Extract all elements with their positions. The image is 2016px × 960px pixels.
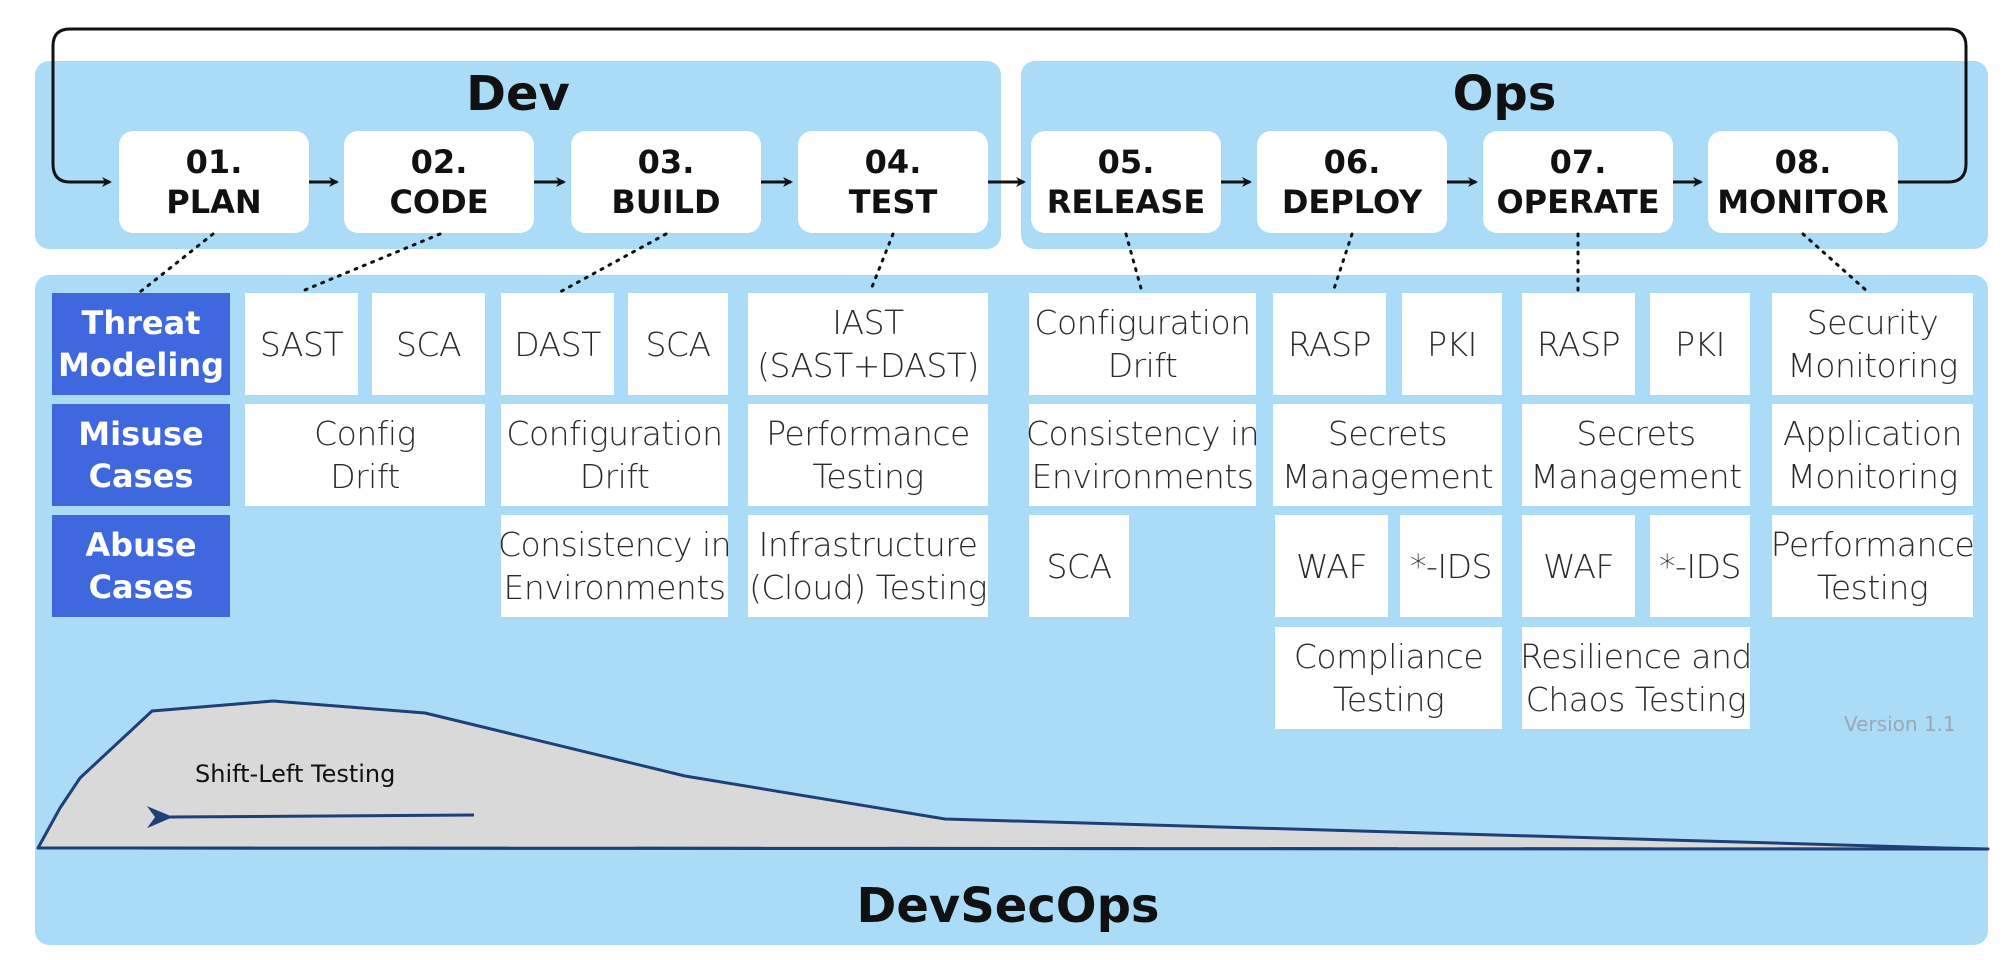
category-abuse-cases-line1: Abuse (85, 526, 197, 564)
stage-plan-number: 01. (185, 143, 243, 181)
stage-deploy-name: DEPLOY (1281, 183, 1423, 221)
category-threat-modeling-line1: Threat (81, 304, 201, 342)
practice-deploy-waf: WAF (1275, 515, 1388, 617)
version-label: Version 1.1 (1844, 712, 1956, 736)
stage-operate-number: 07. (1549, 143, 1607, 181)
stage-build[interactable]: 03. BUILD (571, 131, 761, 233)
stage-release-name: RELEASE (1046, 183, 1206, 221)
category-abuse-cases: Abuse Cases (52, 515, 230, 617)
stage-code-name: CODE (389, 183, 489, 221)
practice-build-sca: SCA (628, 293, 728, 395)
stage-monitor-name: MONITOR (1717, 183, 1889, 221)
practice-code-sast: SAST (245, 293, 358, 395)
category-threat-modeling-line2: Modeling (57, 346, 225, 384)
category-misuse-cases-line1: Misuse (78, 415, 204, 453)
stage-build-name: BUILD (611, 183, 721, 221)
practice-deploy-ids: *-IDS (1400, 515, 1502, 617)
category-misuse-cases: Misuse Cases (52, 404, 230, 506)
practice-operate-pki: PKI (1650, 293, 1750, 395)
stage-plan[interactable]: 01. PLAN (119, 131, 309, 233)
stage-deploy-number: 06. (1323, 143, 1381, 181)
practice-deploy-pki: PKI (1402, 293, 1502, 395)
baseline (37, 846, 1989, 851)
stage-operate[interactable]: 07. OPERATE (1483, 131, 1673, 233)
stage-code[interactable]: 02. CODE (344, 131, 534, 233)
dotted-connectors (138, 232, 1870, 294)
stage-release[interactable]: 05. RELEASE (1031, 131, 1221, 233)
stage-monitor-number: 08. (1774, 143, 1832, 181)
stage-code-number: 02. (410, 143, 468, 181)
practice-release-sca: SCA (1029, 515, 1129, 617)
practice-code-sca: SCA (372, 293, 485, 395)
practice-test-iast: IAST(SAST+DAST) (748, 293, 988, 395)
practice-deploy-rasp: RASP (1273, 293, 1386, 395)
stage-operate-name: OPERATE (1496, 183, 1660, 221)
practice-operate-rasp: RASP (1522, 293, 1635, 395)
category-misuse-cases-line2: Cases (88, 457, 194, 495)
practice-operate-waf: WAF (1522, 515, 1635, 617)
stage-release-number: 05. (1097, 143, 1155, 181)
stage-deploy[interactable]: 06. DEPLOY (1257, 131, 1447, 233)
shift-left-arrow (146, 806, 475, 829)
stage-test[interactable]: 04. TEST (798, 131, 988, 233)
stage-test-number: 04. (864, 143, 922, 181)
feedback-loop-arrow (51, 27, 1968, 187)
shift-left-label: Shift-Left Testing (195, 760, 396, 788)
stage-build-number: 03. (637, 143, 695, 181)
stage-plan-name: PLAN (166, 183, 262, 221)
dev-title: Dev (466, 66, 570, 122)
practice-build-dast: DAST (501, 293, 614, 395)
ops-title: Ops (1452, 66, 1557, 122)
stage-test-name: TEST (848, 183, 938, 221)
category-threat-modeling: Threat Modeling (52, 293, 230, 395)
stage-monitor[interactable]: 08. MONITOR (1708, 131, 1898, 233)
practice-operate-ids: *-IDS (1650, 515, 1750, 617)
practice-test-infrastructure: Infrastructure(Cloud) Testing (748, 515, 988, 617)
devsecops-title: DevSecOps (856, 878, 1160, 934)
category-abuse-cases-line2: Cases (88, 568, 194, 606)
